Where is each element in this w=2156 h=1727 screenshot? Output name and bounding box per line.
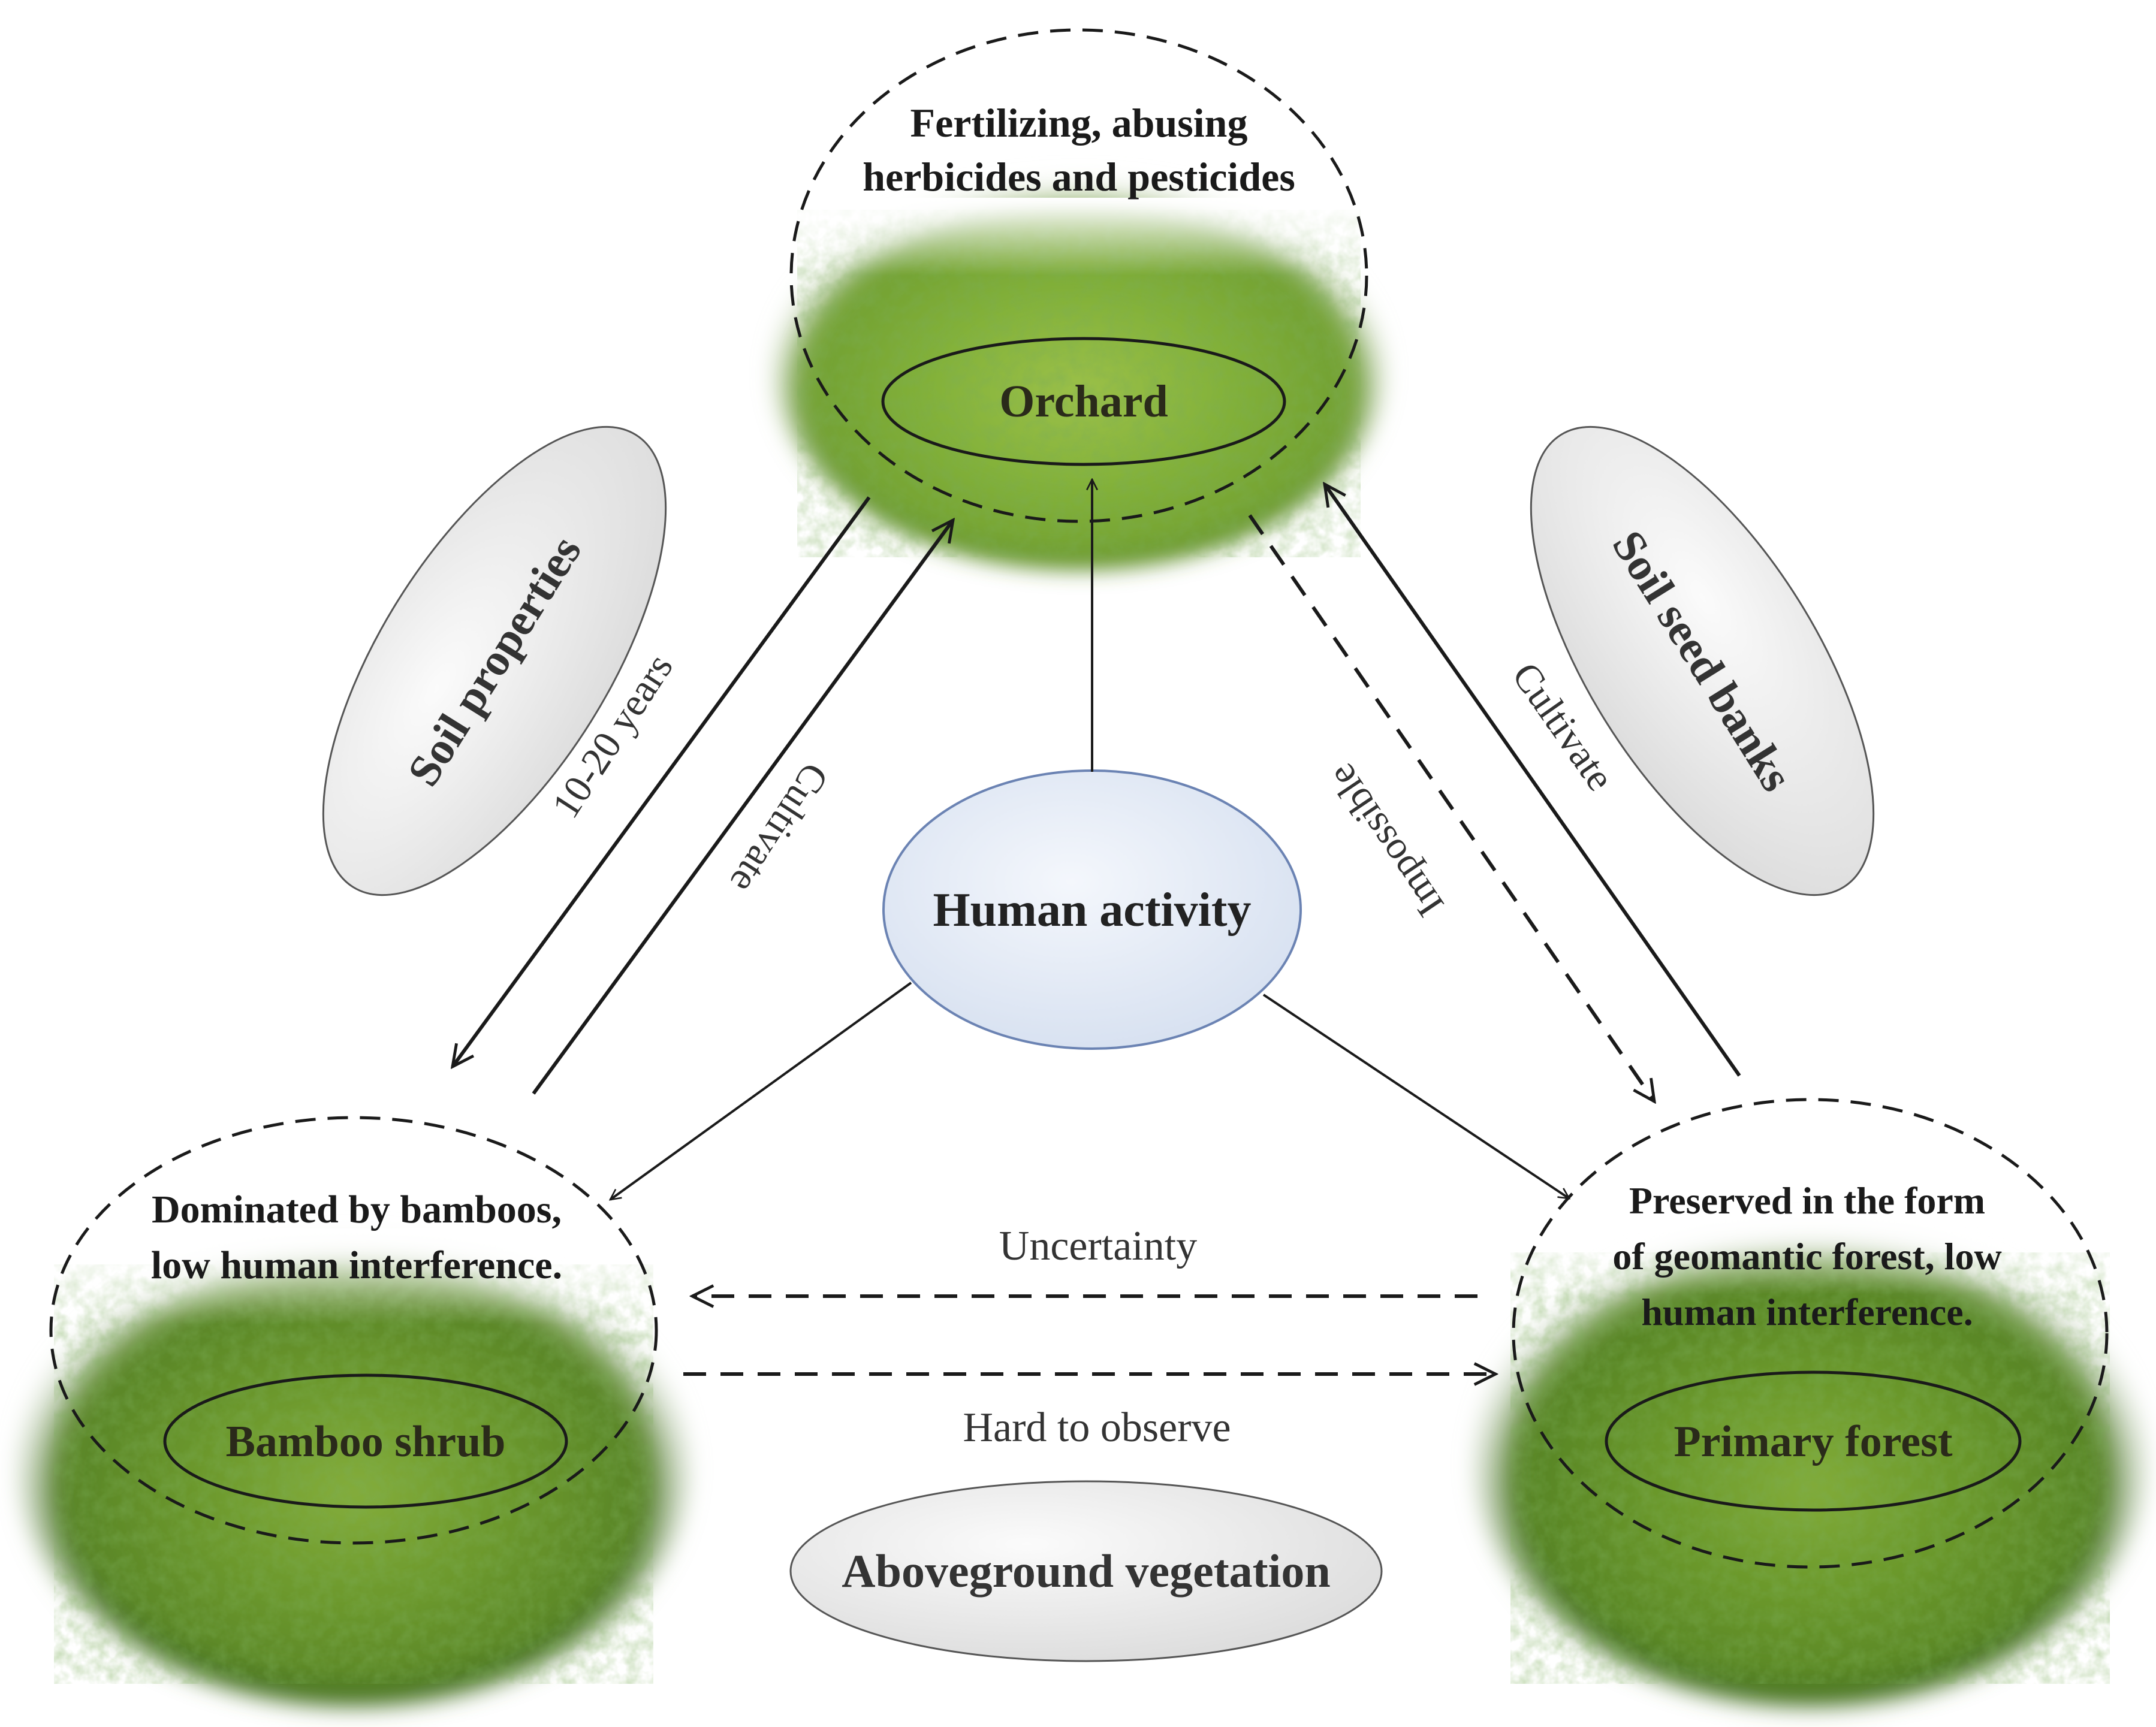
human-activity-label: Human activity (933, 884, 1251, 937)
soil-seed-banks-factor: Soil seed banks (1530, 425, 1875, 896)
aboveground-vegetation-factor: Aboveground vegetation (789, 1480, 1383, 1662)
forest-label: Primary forest (1673, 1417, 1952, 1466)
bamboo-label: Bamboo shrub (226, 1417, 506, 1466)
aboveground-vegetation-label: Aboveground vegetation (842, 1545, 1330, 1597)
forest-description-line1: Preserved in the form (1629, 1179, 1985, 1222)
edge-label-cultivate-left: Cultivate (722, 755, 837, 901)
edge-label-impossible: Impossible (1319, 756, 1452, 925)
forest-boundary (1512, 1098, 2109, 1569)
bamboo-node: Dominated by bamboos, low human interfer… (18, 1116, 689, 1708)
edge-label-hard-to-observe: Hard to observe (963, 1405, 1231, 1451)
bamboo-description-line2: low human interference. (151, 1243, 562, 1287)
bamboo-to-orchard-arrow (532, 520, 953, 1095)
orchard-label-ellipse (881, 337, 1286, 466)
orchard-label: Orchard (999, 376, 1168, 427)
forest-description-line2: of geomantic forest, low (1612, 1235, 2001, 1278)
orchard-boundary (789, 28, 1368, 523)
orchard-description-line1: Fertilizing, abusing (910, 100, 1248, 146)
soil-properties-factor: Soil properties (322, 425, 667, 896)
orchard-to-bamboo-arrow (453, 496, 871, 1067)
orchard-to-forest-arrow (1248, 514, 1654, 1101)
bamboo-photo (18, 1228, 689, 1708)
bamboo-description-line1: Dominated by bamboos, (152, 1188, 562, 1231)
orchard-description-line2: herbicides and pesticides (863, 154, 1295, 200)
forest-to-orchard-arrow (1325, 484, 1741, 1077)
forest-description-line3: human interference. (1641, 1291, 1973, 1333)
orchard-photo (773, 174, 1385, 569)
bamboo-label-ellipse (163, 1373, 568, 1509)
forest-label-ellipse (1605, 1370, 2022, 1512)
human-to-bamboo-arrow (610, 982, 912, 1200)
forest-node: Preserved in the form of geomantic fores… (1474, 1098, 2146, 1708)
orchard-node: Fertilizing, abusing herbicides and pest… (773, 28, 1385, 569)
bamboo-boundary (49, 1116, 658, 1545)
edge-label-uncertainty: Uncertainty (999, 1223, 1197, 1269)
forest-photo (1474, 1204, 2146, 1708)
human-to-forest-arrow (1262, 994, 1569, 1200)
human-activity-node: Human activity (882, 769, 1302, 1050)
